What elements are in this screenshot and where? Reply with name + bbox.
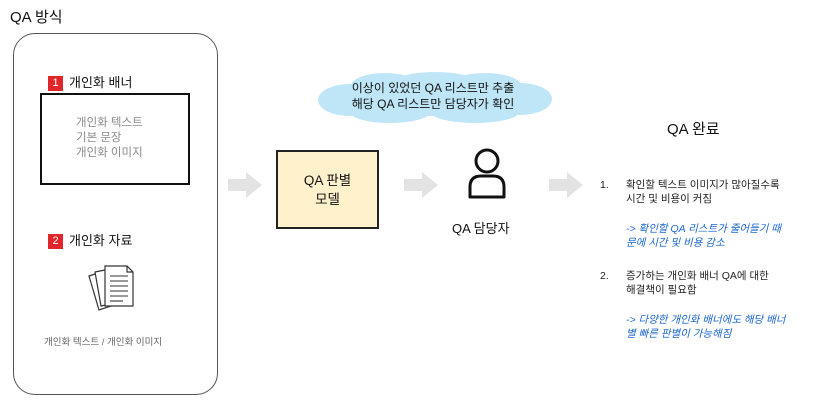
section-number-badge: 1 bbox=[48, 76, 63, 92]
model-label-line: 모델 bbox=[315, 191, 340, 207]
qa-model-box: QA 판별 모델 bbox=[276, 150, 379, 229]
documents-icon bbox=[83, 262, 141, 319]
note-line: -> 확인할 QA 리스트가 줄어들기 때 bbox=[626, 223, 781, 235]
note-line: 별 빠른 판별이 가능해짐 bbox=[626, 328, 732, 340]
input-panel bbox=[13, 33, 218, 395]
diagram-title: QA 방식 bbox=[10, 9, 63, 26]
list-item: 1. 확인할 텍스트 이미지가 많아질수록 시간 및 비용이 커짐 bbox=[600, 178, 825, 206]
note-line: -> 다양한 개인화 배너에도 해당 배너 bbox=[626, 314, 786, 326]
item-number: 1. bbox=[600, 179, 609, 191]
cloud-line: 해당 QA 리스트만 담당자가 확인 bbox=[351, 97, 515, 111]
item-note: -> 다양한 개인화 배너에도 해당 배너 별 빠른 판별이 가능해짐 bbox=[626, 313, 825, 341]
section-personalized-material: 2 개인화 자료 bbox=[48, 230, 133, 250]
cloud-shape bbox=[310, 72, 556, 124]
flow-arrow-icon bbox=[549, 172, 583, 198]
section-label: 개인화 자료 bbox=[69, 233, 133, 248]
banner-line: 기본 문장 bbox=[76, 132, 122, 144]
banner-frame bbox=[40, 93, 190, 185]
cloud-line: 이상이 있었던 QA 리스트만 추출 bbox=[351, 81, 515, 95]
qa-complete-title: QA 완료 bbox=[667, 121, 720, 138]
section-label: 개인화 배너 bbox=[69, 75, 133, 90]
cloud-callout: 이상이 있었던 QA 리스트만 추출 해당 QA 리스트만 담당자가 확인 bbox=[310, 80, 556, 112]
list-item: 2. 증가하는 개인화 배너 QA에 대한 해결책이 필요함 bbox=[600, 269, 825, 297]
qa-manager-label: QA 담당자 bbox=[452, 221, 510, 236]
note-line: 문에 시간 및 비용 감소 bbox=[626, 237, 725, 249]
banner-line: 개인화 텍스트 bbox=[76, 117, 143, 129]
material-caption: 개인화 텍스트 / 개인화 이미지 bbox=[44, 337, 163, 348]
banner-contents: 개인화 텍스트 기본 문장 개인화 이미지 bbox=[76, 116, 143, 161]
section-personalized-banner: 1 개인화 배너 bbox=[48, 72, 133, 92]
banner-line: 개인화 이미지 bbox=[76, 147, 143, 159]
result-list: 1. 확인할 텍스트 이미지가 많아질수록 시간 및 비용이 커짐 -> 확인할… bbox=[600, 178, 825, 341]
model-label-line: QA 판별 bbox=[303, 172, 352, 188]
section-number-badge: 2 bbox=[48, 234, 63, 250]
item-note: -> 확인할 QA 리스트가 줄어들기 때 문에 시간 및 비용 감소 bbox=[626, 222, 825, 250]
item-text: 증가하는 개인화 배너 QA에 대한 bbox=[626, 270, 769, 282]
item-text: 확인할 텍스트 이미지가 많아질수록 bbox=[626, 179, 780, 191]
flow-arrow-icon bbox=[228, 172, 262, 198]
flow-arrow-icon bbox=[404, 172, 438, 198]
item-text: 시간 및 비용이 커짐 bbox=[626, 193, 713, 205]
item-text: 해결책이 필요함 bbox=[626, 284, 697, 296]
item-number: 2. bbox=[600, 270, 609, 282]
person-icon bbox=[466, 147, 508, 206]
